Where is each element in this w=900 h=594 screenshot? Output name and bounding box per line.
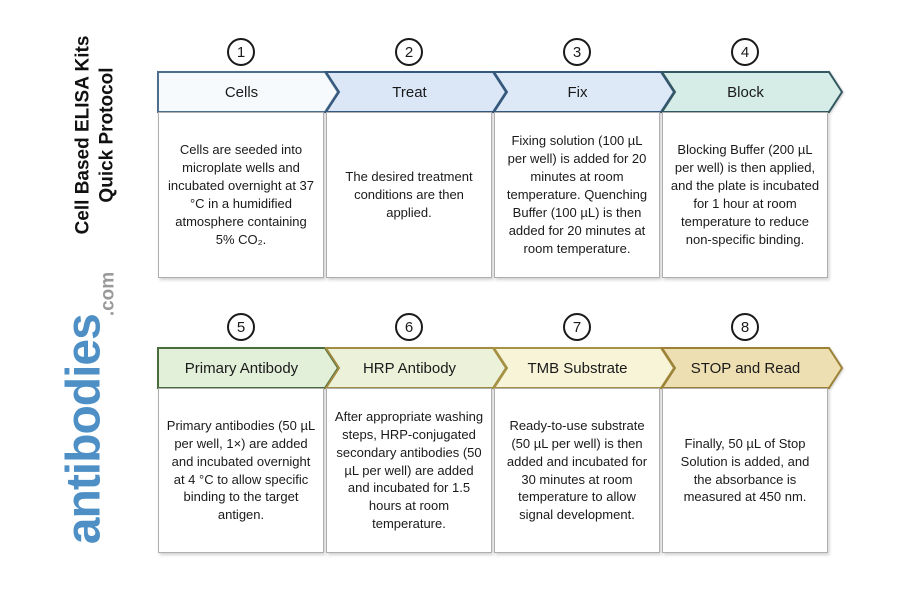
step-circle-8: 8: [731, 313, 759, 341]
step-label-cells: Cells: [224, 83, 259, 101]
step-number: 5: [236, 318, 246, 336]
step-description: Fixing solution (100 µL per well) is add…: [506, 133, 648, 256]
arrow-shape-stop-and-read: [660, 347, 844, 389]
brand-logo-text: antibodies: [57, 314, 111, 545]
step-description-box-2: The desired treatment conditions are the…: [326, 112, 492, 278]
step-description-box-8: Finally, 50 µL of Stop Solution is added…: [662, 388, 828, 553]
step-description: Blocking Buffer (200 µL per well) is the…: [670, 142, 820, 247]
step-number: 7: [572, 318, 582, 336]
arrow-row-1-svg: [157, 71, 844, 113]
step-circle-6: 6: [395, 313, 423, 341]
brand-logo-tld: .com: [97, 271, 119, 317]
step-description: Finally, 50 µL of Stop Solution is added…: [680, 435, 810, 505]
step-number: 6: [404, 318, 414, 336]
step-number: 8: [740, 318, 750, 336]
step-number: 2: [404, 43, 414, 61]
step-description-box-3: Fixing solution (100 µL per well) is add…: [494, 112, 660, 278]
step-description-box-1: Cells are seeded into microplate wells a…: [158, 112, 324, 278]
step-number: 3: [572, 43, 582, 61]
step-circle-7: 7: [563, 313, 591, 341]
step-number: 1: [236, 43, 246, 61]
step-circle-2: 2: [395, 38, 423, 66]
step-description: After appropriate washing steps, HRP-con…: [334, 408, 484, 532]
page-title: Cell Based ELISA Kits Quick Protocol: [72, 36, 121, 235]
step-label-tmb-substrate: TMB Substrate: [527, 359, 628, 377]
brand-logo: antibodies.com: [57, 270, 119, 545]
step-circle-4: 4: [731, 38, 759, 66]
step-circle-1: 1: [227, 38, 255, 66]
page-title-line1: Cell Based ELISA Kits: [72, 35, 94, 235]
step-label-fix: Fix: [567, 83, 588, 101]
step-description-box-5: Primary antibodies (50 µL per well, 1×) …: [158, 388, 324, 553]
step-description: The desired treatment conditions are the…: [345, 169, 473, 220]
arrow-row-2: [156, 346, 848, 390]
step-circle-5: 5: [227, 313, 255, 341]
step-description: Cells are seeded into microplate wells a…: [168, 142, 314, 247]
step-number: 4: [740, 43, 750, 61]
step-label-block: Block: [727, 83, 764, 101]
arrow-row-2-svg: [157, 347, 844, 389]
step-description-box-6: After appropriate washing steps, HRP-con…: [326, 388, 492, 553]
step-label-stop-and-read: STOP and Read: [690, 359, 801, 377]
step-label-treat: Treat: [392, 83, 427, 101]
page-title-line2: Quick Protocol: [97, 67, 118, 203]
arrow-row-1: [156, 70, 848, 114]
step-description: Ready-to-use substrate (50 µL per well) …: [506, 417, 648, 523]
arrow-shape-block: [660, 71, 844, 113]
step-description-box-7: Ready-to-use substrate (50 µL per well) …: [494, 388, 660, 553]
step-label-hrp-antibody: HRP Antibody: [362, 359, 457, 377]
step-description: Primary antibodies (50 µL per well, 1×) …: [166, 417, 316, 523]
step-description-box-4: Blocking Buffer (200 µL per well) is the…: [662, 112, 828, 278]
step-label-primary-antibody: Primary Antibody: [184, 359, 299, 377]
step-circle-3: 3: [563, 38, 591, 66]
